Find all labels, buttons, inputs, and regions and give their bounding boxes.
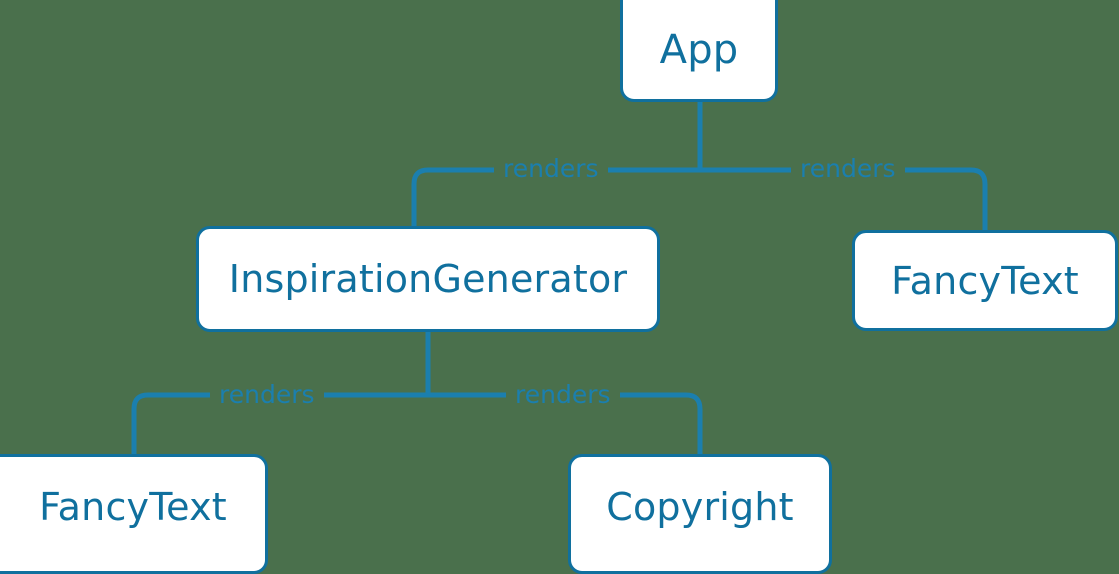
edge-label-inspirationgenerator-to-copyright: renders — [506, 382, 620, 407]
edge-app-to-inspirationgenerator — [411, 167, 700, 226]
edge-app-to-fancytext-right — [700, 167, 988, 230]
edge-label-inspirationgenerator-to-fancytext-bottom: renders — [210, 382, 324, 407]
node-app-label: App — [659, 27, 739, 73]
edge-inspirationgenerator-to-fancytext-bottom — [131, 392, 428, 454]
edge-layer — [131, 101, 988, 454]
edge-label-app-to-inspirationgenerator: renders — [494, 156, 608, 181]
node-inspirationgenerator-label: InspirationGenerator — [228, 257, 628, 301]
edge-label-app-to-fancytext-right: renders — [791, 156, 905, 181]
edge-inspirationgenerator-to-copyright — [428, 392, 703, 454]
node-copyright[interactable]: Copyright — [568, 454, 832, 574]
node-fancytext-right-label: FancyText — [891, 258, 1079, 303]
node-fancytext-bottom[interactable]: FancyText — [0, 454, 268, 574]
node-app[interactable]: App — [620, 0, 778, 102]
node-fancytext-bottom-label: FancyText — [39, 485, 227, 529]
node-copyright-label: Copyright — [606, 485, 794, 529]
node-fancytext-right[interactable]: FancyText — [852, 230, 1118, 331]
node-inspirationgenerator[interactable]: InspirationGenerator — [196, 226, 660, 332]
